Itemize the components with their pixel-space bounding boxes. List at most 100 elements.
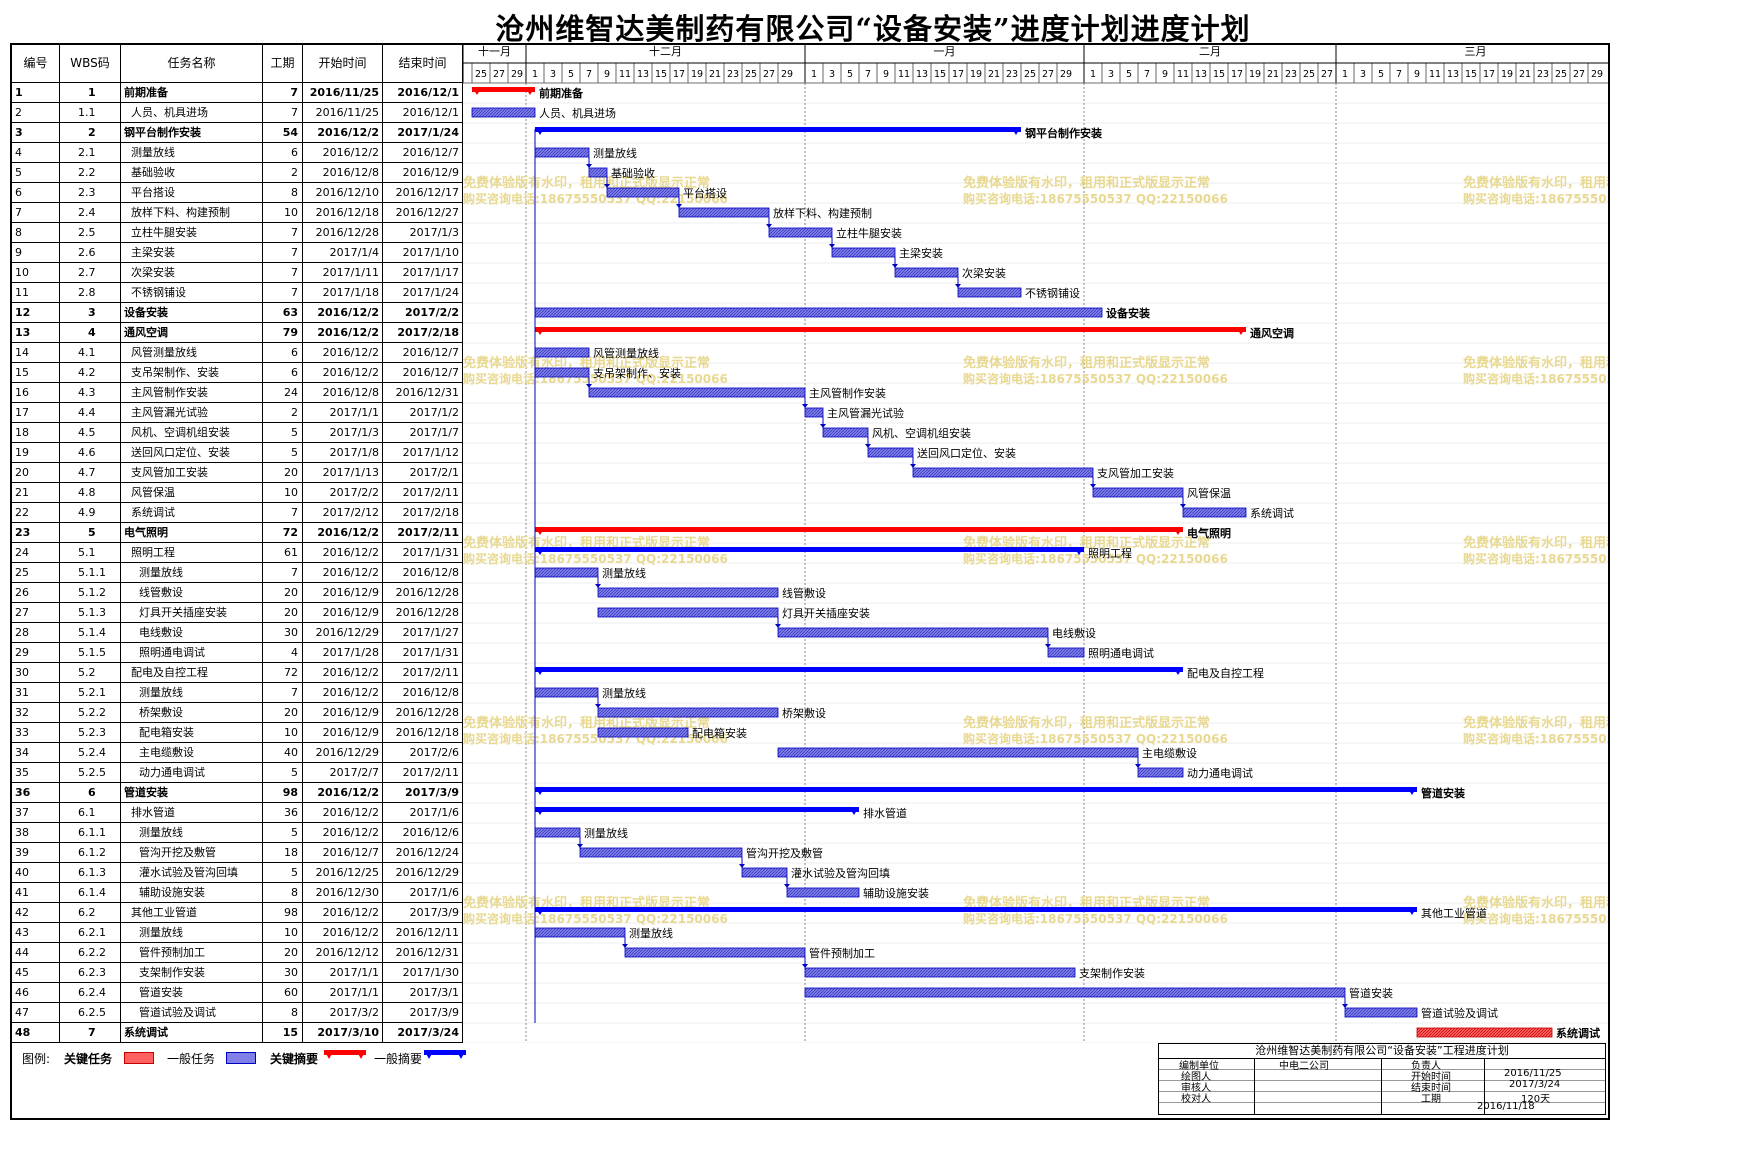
task-wbs-cell: 6 (60, 783, 121, 803)
task-end-cell: 2016/12/17 (383, 183, 463, 203)
task-name-cell: 照明工程 (121, 543, 263, 563)
task-bar-label: 管道安装 (1421, 786, 1465, 800)
header-duration: 工期 (263, 43, 303, 83)
task-start-cell: 2017/3/2 (303, 1003, 383, 1023)
task-no-cell: 3 (12, 123, 60, 143)
day-tick-label: 13 (916, 69, 928, 80)
task-bar (777, 747, 1139, 758)
dependency-arrow (955, 284, 961, 288)
dependency-arrow (739, 864, 745, 868)
task-bar (534, 307, 1103, 318)
task-duration-cell: 6 (263, 363, 303, 383)
dependency-arrow (1090, 484, 1096, 488)
task-bar (534, 927, 626, 938)
task-bar-label: 风管测量放线 (593, 346, 659, 360)
task-end-cell: 2017/3/9 (383, 903, 463, 923)
task-end-cell: 2017/3/9 (383, 783, 463, 803)
task-end-cell: 2016/12/1 (383, 103, 463, 123)
task-bar-label: 系统调试 (1556, 1026, 1600, 1040)
task-duration-cell: 7 (263, 563, 303, 583)
dependency-arrow (802, 404, 808, 408)
task-start-cell: 2017/1/8 (303, 443, 383, 463)
day-tick-label: 17 (673, 69, 685, 80)
task-bar-label: 送回风口定位、安装 (917, 446, 1016, 460)
day-tick-label: 19 (1501, 69, 1513, 80)
task-name-cell: 前期准备 (121, 83, 263, 103)
task-duration-cell: 98 (263, 783, 303, 803)
task-end-cell: 2017/1/31 (383, 543, 463, 563)
day-tick-label: 9 (1162, 69, 1168, 80)
info-value: 2016/11/18 (1477, 1101, 1535, 1112)
task-start-cell: 2016/12/8 (303, 383, 383, 403)
task-start-cell: 2016/12/2 (303, 343, 383, 363)
dependency-arrow (676, 204, 682, 208)
task-duration-cell: 6 (263, 343, 303, 363)
task-name-cell: 灯具开关插座安装 (121, 603, 263, 623)
task-start-cell: 2017/1/3 (303, 423, 383, 443)
task-bar (822, 427, 869, 438)
info-title: 沧州维智达美制药有限公司“设备安装”工程进度计划 (1159, 1044, 1605, 1059)
task-bar (804, 987, 1346, 998)
header-no: 编号 (12, 43, 60, 83)
task-no-cell: 28 (12, 623, 60, 643)
task-bar (597, 707, 779, 718)
task-no-cell: 9 (12, 243, 60, 263)
task-wbs-cell: 6.1.1 (60, 823, 121, 843)
task-no-cell: 39 (12, 843, 60, 863)
task-bar-label: 电线敷设 (1052, 626, 1096, 640)
task-wbs-cell: 5.2.4 (60, 743, 121, 763)
task-end-cell: 2016/12/28 (383, 603, 463, 623)
task-name-cell: 测量放线 (121, 563, 263, 583)
task-name-cell: 管沟开挖及敷管 (121, 843, 263, 863)
task-duration-cell: 7 (263, 503, 303, 523)
task-wbs-cell: 4.2 (60, 363, 121, 383)
summary-bar-start-cap (535, 327, 545, 335)
task-start-cell: 2016/12/7 (303, 843, 383, 863)
task-duration-cell: 7 (263, 223, 303, 243)
watermark-text: 购买咨询电话:18675550537 QQ:22150066 (963, 551, 1228, 566)
info-label: 负责人 (1411, 1061, 1441, 1072)
task-start-cell: 2016/12/25 (303, 863, 383, 883)
task-start-cell: 2017/2/12 (303, 503, 383, 523)
month-label: 一月 (934, 45, 956, 58)
dependency-arrow (802, 964, 808, 968)
task-no-cell: 43 (12, 923, 60, 943)
legend-label: 图例: (22, 1052, 51, 1066)
watermark-text: 购买咨询电话:18675550537 QQ:22150066 (963, 911, 1228, 926)
task-wbs-cell: 6.2.5 (60, 1003, 121, 1023)
task-duration-cell: 20 (263, 583, 303, 603)
task-duration-cell: 10 (263, 483, 303, 503)
legend-normal-task-swatch (226, 1052, 256, 1064)
task-start-cell: 2017/1/28 (303, 643, 383, 663)
task-name-cell: 人员、机具进场 (121, 103, 263, 123)
task-bar-label: 支吊架制作、安装 (593, 366, 681, 380)
header-end: 结束时间 (383, 43, 463, 83)
task-wbs-cell: 6.2.2 (60, 943, 121, 963)
task-wbs-cell: 2.1 (60, 143, 121, 163)
summary-bar-end-cap (1407, 787, 1417, 795)
task-start-cell: 2016/12/2 (303, 523, 383, 543)
watermark-text: 免费体验版有水印，租用和正式版显示正常 (463, 715, 710, 731)
task-bar-label: 灌水试验及管沟回填 (791, 866, 890, 880)
dependency-arrow (604, 184, 610, 188)
task-bar (1047, 647, 1085, 658)
task-bar (678, 207, 770, 218)
task-duration-cell: 2 (263, 403, 303, 423)
task-end-cell: 2016/12/27 (383, 203, 463, 223)
task-duration-cell: 6 (263, 143, 303, 163)
task-end-cell: 2017/1/6 (383, 803, 463, 823)
task-bar-label: 通风空调 (1250, 326, 1294, 340)
task-duration-cell: 15 (263, 1023, 303, 1043)
task-name-cell: 桥架敷设 (121, 703, 263, 723)
watermark-text: 免费体验版有水印，租用和正式版显示正常 (963, 175, 1210, 191)
watermark-text: 购买咨询电话:18675550537 QQ:22150066 (1463, 551, 1608, 566)
task-name-cell: 管道试验及调试 (121, 1003, 263, 1023)
task-wbs-cell: 5.1 (60, 543, 121, 563)
task-end-cell: 2016/12/7 (383, 343, 463, 363)
day-tick-label: 25 (1303, 69, 1315, 80)
task-start-cell: 2016/12/18 (303, 203, 383, 223)
task-no-cell: 29 (12, 643, 60, 663)
task-no-cell: 15 (12, 363, 60, 383)
task-name-cell: 测量放线 (121, 143, 263, 163)
